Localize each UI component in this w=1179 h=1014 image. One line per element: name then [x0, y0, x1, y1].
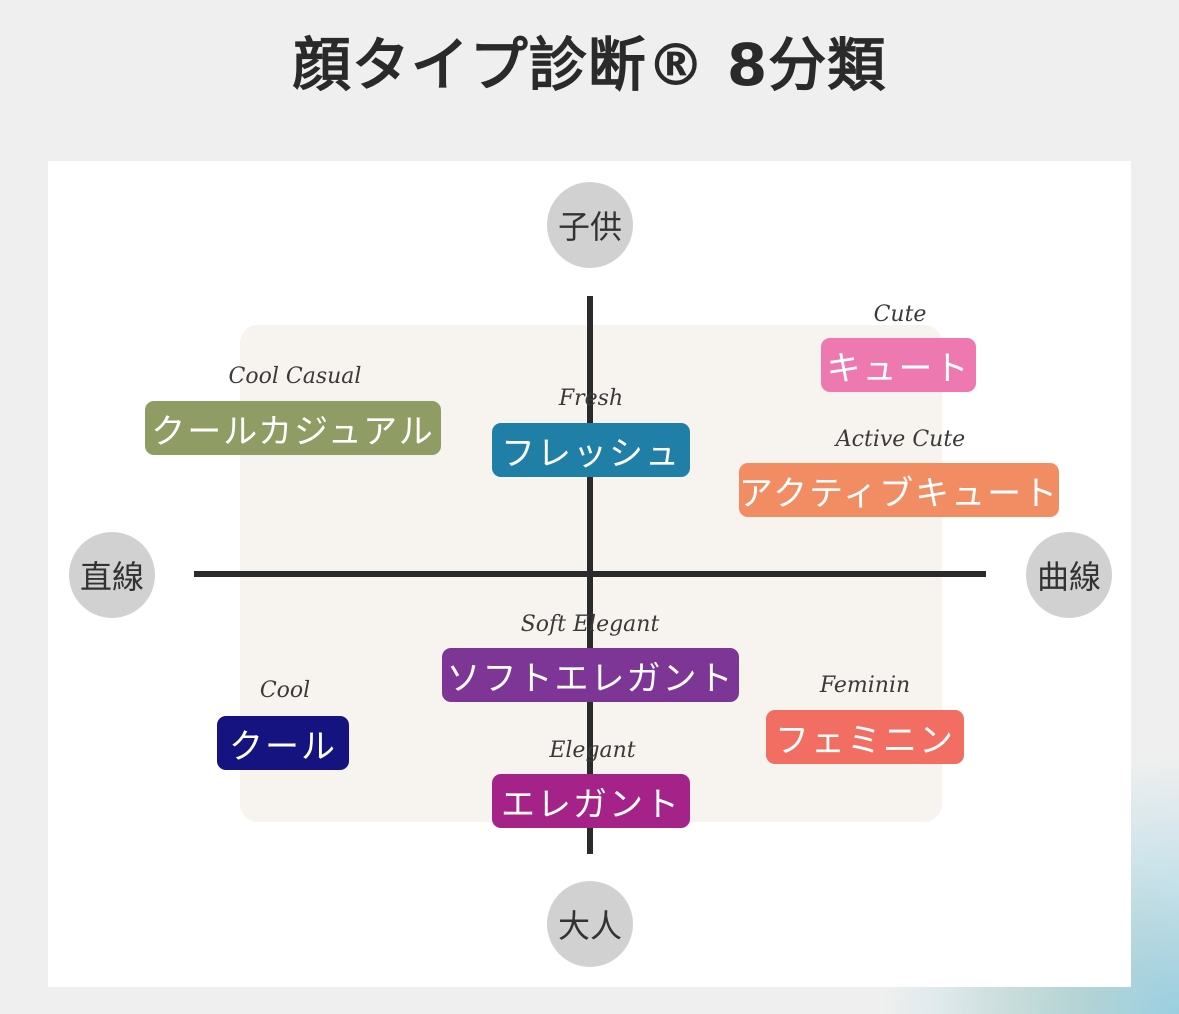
type-subtitle-active-cute: Active Cute — [835, 427, 966, 452]
type-subtitle-cool: Cool — [259, 678, 311, 703]
pole-curved: 曲線 — [1026, 532, 1112, 618]
type-subtitle-feminin: Feminin — [819, 673, 911, 698]
type-tag-active-cute: アクティブキュート — [739, 463, 1059, 517]
type-tag-cute: キュート — [821, 338, 976, 392]
pole-adult: 大人 — [547, 881, 633, 967]
horizontal-axis — [194, 571, 986, 577]
type-tag-feminin: フェミニン — [766, 710, 964, 764]
type-subtitle-elegant: Elegant — [549, 738, 636, 763]
type-subtitle-fresh: Fresh — [558, 386, 624, 411]
type-tag-soft-elegant: ソフトエレガント — [442, 648, 739, 702]
type-subtitle-cool-casual: Cool Casual — [228, 364, 362, 389]
type-tag-cool: クール — [217, 716, 349, 770]
type-subtitle-cute: Cute — [873, 302, 927, 327]
type-tag-cool-casual: クールカジュアル — [145, 401, 441, 455]
pole-straight: 直線 — [69, 532, 155, 618]
type-tag-fresh: フレッシュ — [492, 423, 690, 477]
type-subtitle-soft-elegant: Soft Elegant — [520, 612, 660, 637]
page-title: 顔タイプ診断® 8分類 — [292, 31, 887, 99]
type-tag-elegant: エレガント — [492, 774, 690, 828]
pole-child: 子供 — [547, 182, 633, 268]
